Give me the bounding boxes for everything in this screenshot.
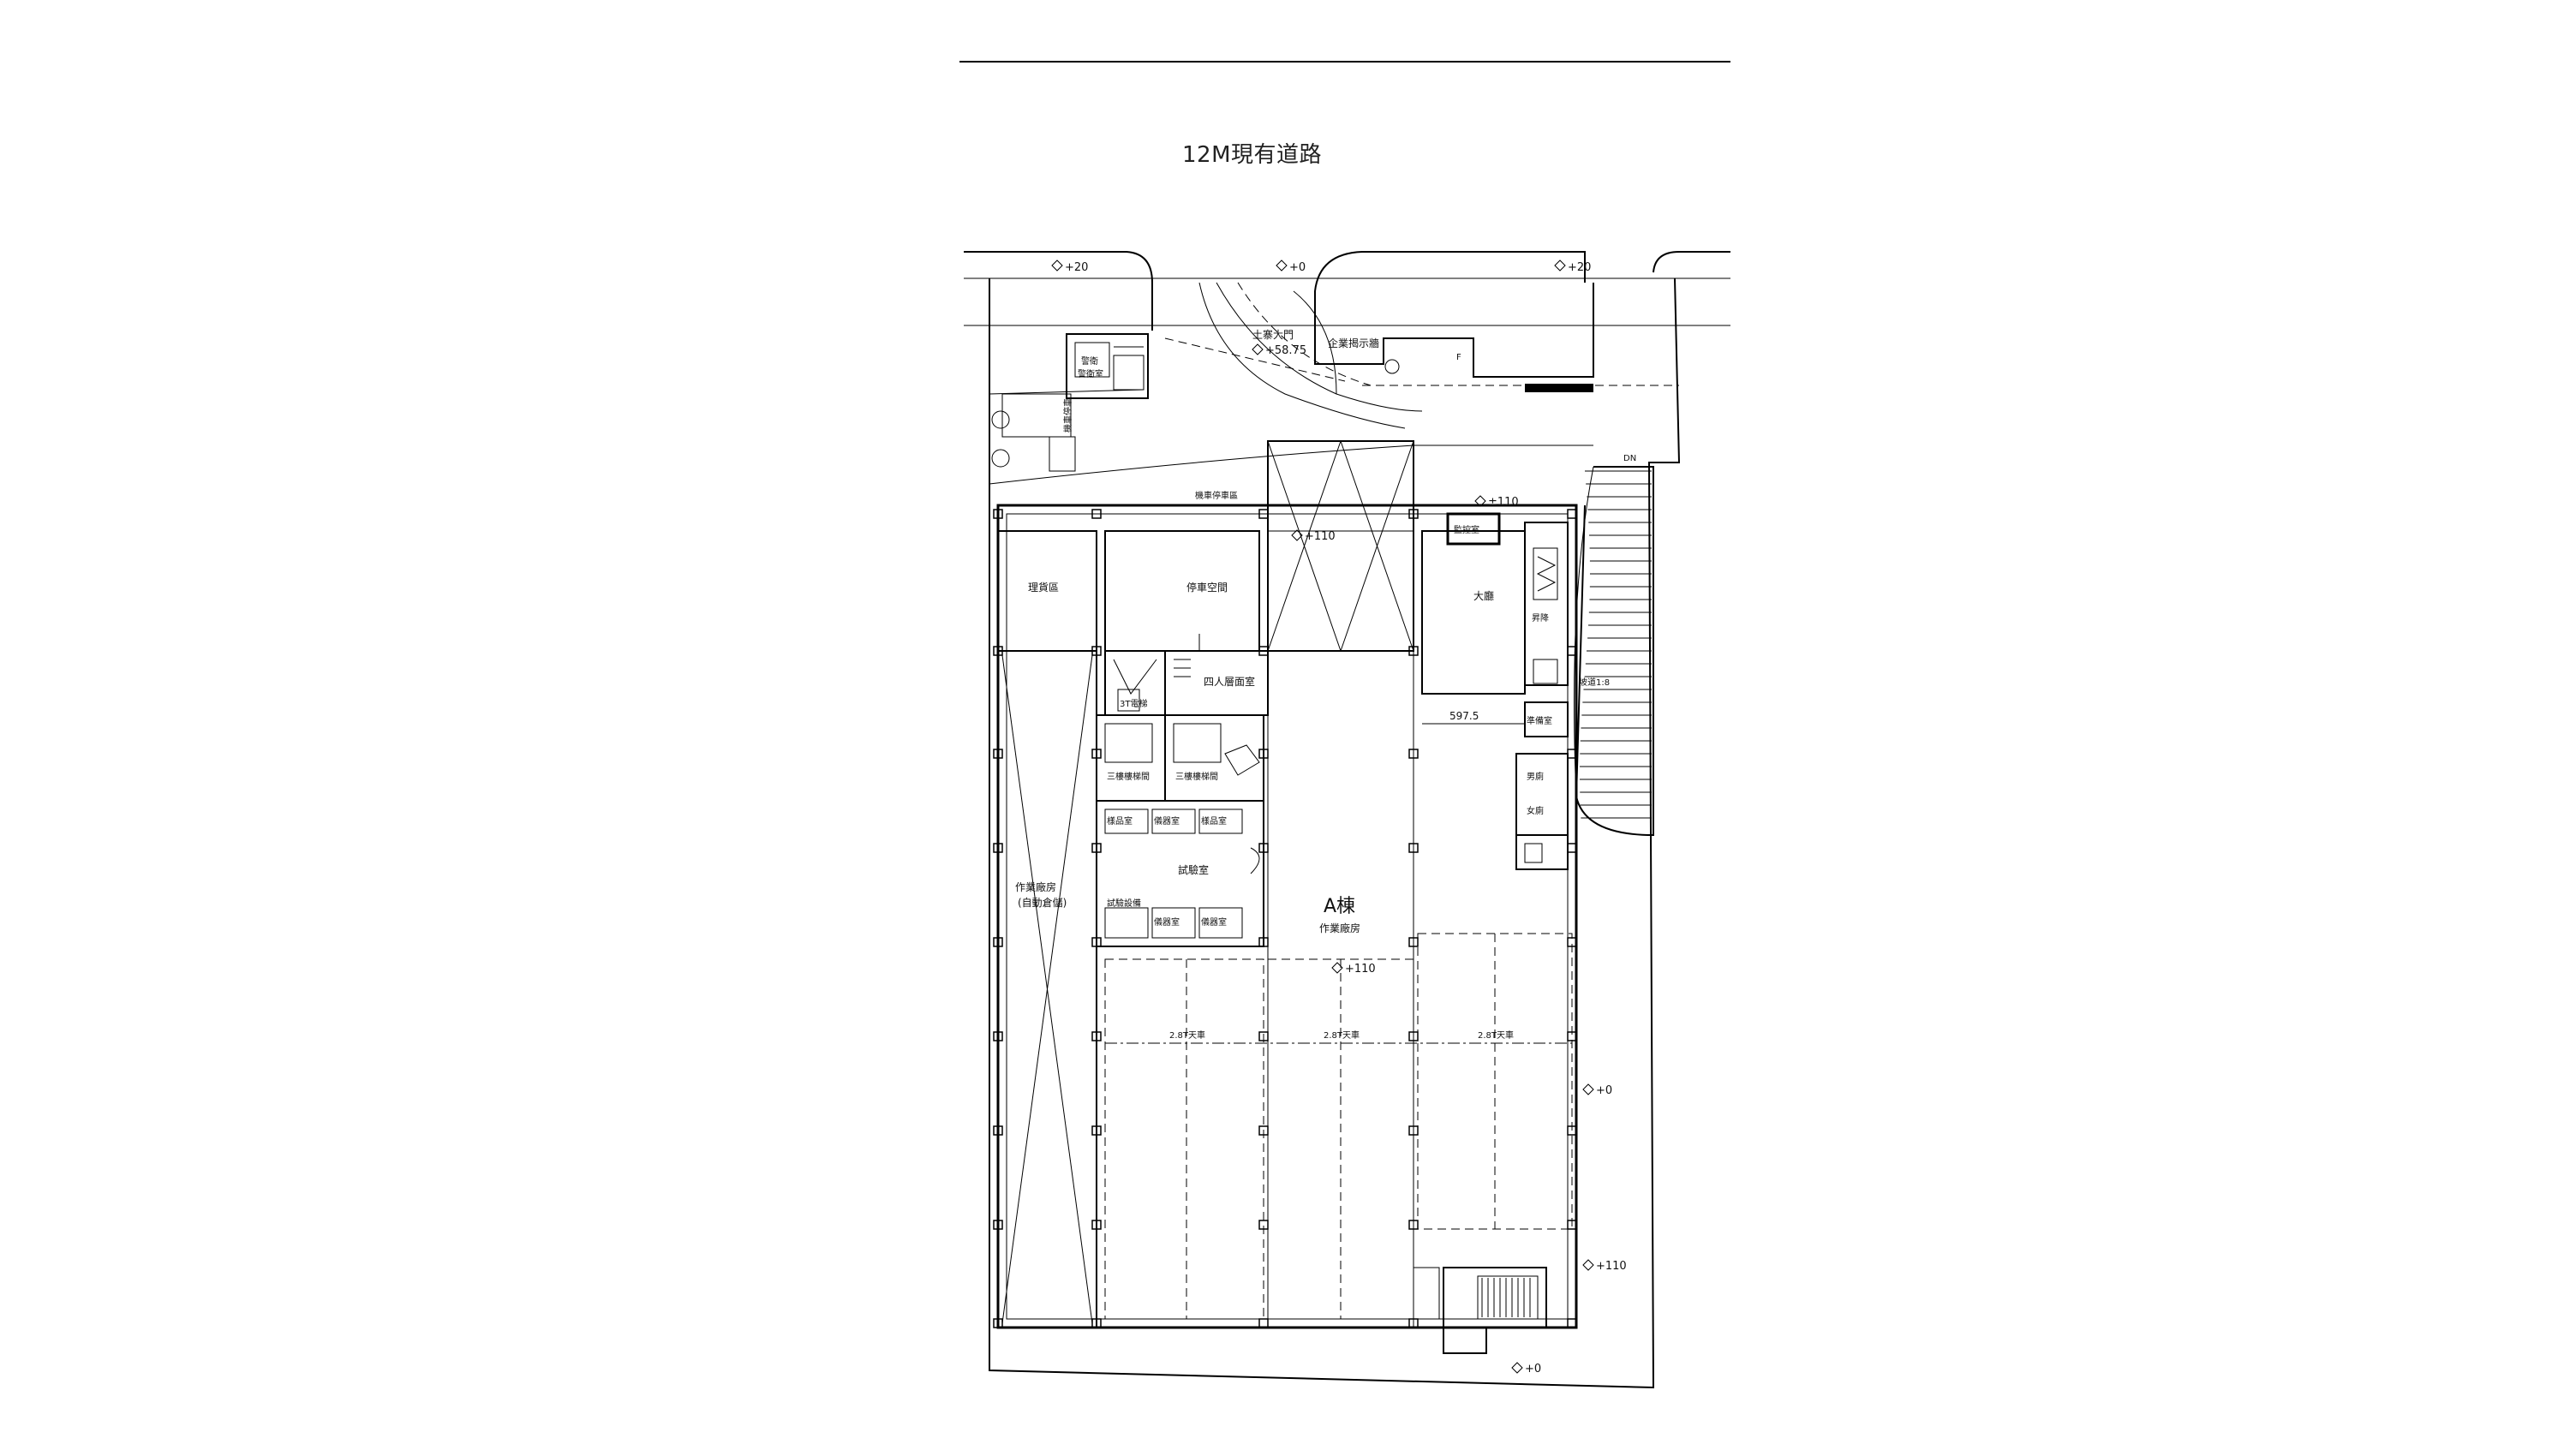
svg-text:女廁: 女廁	[1527, 805, 1544, 816]
lobby-block: 大廳 監控室 昇降 坡道1:8 597.5 準備室 男廁 女廁	[1421, 512, 1610, 934]
svg-text:3T電梯: 3T電梯	[1120, 698, 1147, 709]
crane-bays: 2.8T天車 2.8T天車 2.8T天車	[1104, 933, 1573, 1320]
level-top-left: +20	[1051, 260, 1088, 274]
lab-block: 3T電梯 四人層面室 三樓樓梯間 三樓樓梯間 試驗室 樣品室 儀器室 樣品室 試…	[1096, 650, 1269, 947]
column	[1567, 1318, 1577, 1328]
road-title: 12M現有道路	[1182, 142, 1323, 168]
svg-text:儀器室: 儀器室	[1201, 916, 1227, 928]
ramp-label: 坡道1:8	[1579, 677, 1610, 688]
svg-text:樣品室: 樣品室	[1201, 815, 1227, 826]
workshop-left-label: 作業廠房	[1015, 880, 1056, 893]
level-gate: +58.75	[1252, 343, 1306, 357]
level-center: +110	[1331, 962, 1376, 976]
bottom-stair	[1413, 1267, 1547, 1354]
guard-room-label: 警衛室	[1078, 368, 1103, 379]
svg-text:昇降: 昇降	[1532, 612, 1549, 624]
parking-area: 停車空間	[1104, 530, 1260, 652]
road-curbs	[964, 251, 1730, 331]
svg-text:+20: +20	[1568, 261, 1591, 274]
svg-text:三樓樓梯間: 三樓樓梯間	[1107, 771, 1150, 782]
level-entrance: ±110	[1474, 495, 1519, 509]
level-ramp-top: +110	[1291, 529, 1336, 543]
level-top-right: +20	[1554, 260, 1591, 274]
svg-text:儀器室: 儀器室	[1154, 916, 1180, 928]
lobby-label: 大廳	[1473, 589, 1494, 602]
svg-text:+0: +0	[1525, 1363, 1541, 1375]
svg-text:+110: +110	[1596, 1260, 1627, 1273]
level-bottom-right: +110	[1582, 1259, 1627, 1273]
svg-text:±110: ±110	[1488, 496, 1519, 509]
crane-b-label: 2.8T天車	[1324, 1029, 1360, 1041]
guard-note: 機車停車區	[1195, 490, 1238, 501]
svg-text:警衛: 警衛	[1081, 355, 1098, 367]
ramp: DN	[1574, 454, 1654, 837]
svg-text:準備室: 準備室	[1527, 715, 1552, 726]
building-sub-label: 作業廠房	[1319, 922, 1360, 934]
svg-text:理貨區: 理貨區	[1028, 581, 1059, 594]
structural-columns	[993, 509, 1577, 1328]
svg-text:試驗設備: 試驗設備	[1107, 898, 1141, 909]
site-boundary	[989, 277, 1681, 1389]
svg-text:F: F	[1456, 353, 1461, 362]
level-markers: +20 +0 +20 +58.75 土寨大門 企業揭示牆 ±110 +110 +…	[1051, 260, 1627, 1375]
svg-text:停車空間: 停車空間	[1186, 581, 1228, 594]
crane-a-label: 2.8T天車	[1169, 1029, 1205, 1041]
workshop-left-sub-label: (自動倉儲)	[1018, 896, 1067, 909]
dimension-label: 597.5	[1449, 710, 1479, 722]
level-right-side: +0	[1582, 1083, 1612, 1097]
storage-room: 理貨區	[997, 530, 1097, 652]
svg-text:DN: DN	[1623, 454, 1636, 463]
display-wall-label: 企業揭示牆	[1328, 337, 1379, 349]
svg-text:四人層面室: 四人層面室	[1204, 675, 1255, 688]
level-bottom: +0	[1511, 1362, 1541, 1375]
svg-text:機車停車: 機車停車	[1062, 398, 1073, 433]
svg-text:+110: +110	[1305, 530, 1336, 543]
svg-text:儀器室: 儀器室	[1154, 815, 1180, 826]
svg-text:男廁: 男廁	[1527, 771, 1544, 782]
test-room-label: 試驗室	[1178, 863, 1209, 876]
svg-text:+0: +0	[1596, 1084, 1612, 1097]
svg-text:+110: +110	[1345, 963, 1376, 976]
building-outline	[996, 504, 1578, 1329]
control-room-label: 監控室	[1454, 524, 1479, 535]
level-top-center: +0	[1276, 260, 1306, 274]
crane-c-label: 2.8T天車	[1478, 1029, 1514, 1041]
loading-bay	[1267, 440, 1414, 652]
svg-text:樣品室: 樣品室	[1107, 815, 1133, 826]
front-court: 警衛 機車停車 F	[989, 282, 1679, 485]
building-label: A棟	[1324, 896, 1355, 917]
svg-text:+0: +0	[1289, 261, 1306, 274]
column	[993, 509, 1003, 519]
svg-text:+20: +20	[1065, 261, 1088, 274]
column	[1567, 509, 1577, 519]
automated-warehouse: 作業廠房 (自動倉儲)	[997, 650, 1097, 1328]
gate-label: 土寨大門	[1252, 328, 1294, 341]
column	[1091, 509, 1102, 519]
svg-text:三樓樓梯間: 三樓樓梯間	[1175, 771, 1218, 782]
svg-text:+58.75: +58.75	[1265, 344, 1306, 357]
